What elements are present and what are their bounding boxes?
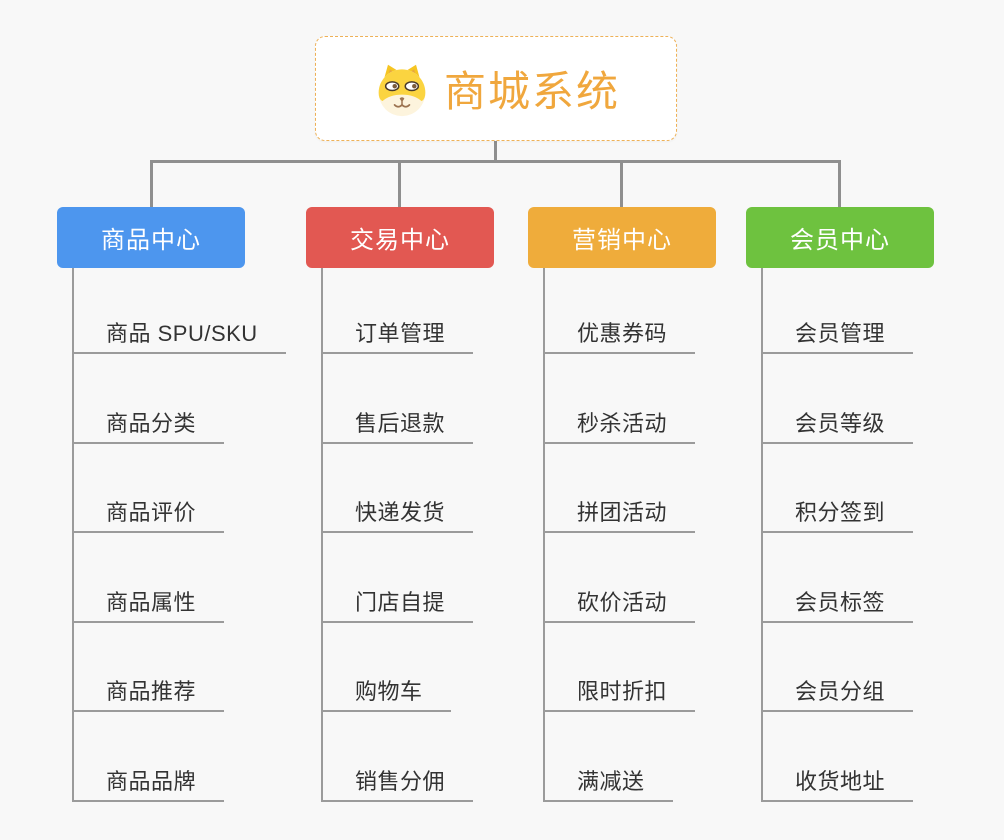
leaf-label: 购物车 [355, 679, 423, 704]
branch-list-marketing-center: 优惠券码 秒杀活动 拼团活动 砍价活动 限时折扣 满减送 [543, 268, 696, 802]
leaf-label: 快递发货 [355, 500, 446, 525]
branch-marketing-center: 营销中心 优惠券码 秒杀活动 拼团活动 砍价活动 限时折扣 满减送 [528, 207, 716, 802]
branch-trade-center: 交易中心 订单管理 售后退款 快递发货 门店自提 购物车 销售分佣 [306, 207, 494, 802]
leaf-node[interactable]: 积分签到 [763, 444, 914, 533]
connector-drop-marketing [620, 160, 623, 208]
leaf-label: 订单管理 [355, 321, 446, 346]
leaf-label: 销售分佣 [355, 768, 446, 794]
branch-list-product-center: 商品 SPU/SKU 商品分类 商品评价 商品属性 商品推荐 商品品牌 [72, 268, 286, 802]
branch-product-center: 商品中心 商品 SPU/SKU 商品分类 商品评价 商品属性 商品推荐 商品品牌 [57, 207, 286, 802]
leaf-label: 会员分组 [795, 679, 886, 704]
leaf-label: 秒杀活动 [577, 410, 668, 436]
leaf-node[interactable]: 门店自提 [323, 533, 474, 623]
leaf-label: 商品属性 [106, 589, 197, 615]
branch-list-trade-center: 订单管理 售后退款 快递发货 门店自提 购物车 销售分佣 [321, 268, 474, 802]
leaf-node[interactable]: 秒杀活动 [545, 354, 696, 444]
dog-face-icon [372, 61, 432, 117]
branch-member-center: 会员中心 会员管理 会员等级 积分签到 会员标签 会员分组 收货地址 [746, 207, 934, 802]
branch-header-product-center[interactable]: 商品中心 [57, 207, 245, 268]
root-node[interactable]: 商城系统 [315, 36, 677, 141]
leaf-node[interactable]: 砍价活动 [545, 533, 696, 623]
leaf-node[interactable]: 限时折扣 [545, 623, 696, 712]
leaf-node[interactable]: 商品分类 [74, 354, 225, 444]
leaf-label: 商品品牌 [106, 768, 197, 794]
leaf-node[interactable]: 订单管理 [323, 268, 474, 354]
leaf-node[interactable]: 销售分佣 [323, 712, 474, 802]
leaf-label: 商品推荐 [106, 679, 197, 704]
leaf-label: 优惠券码 [577, 321, 668, 346]
root-title: 商城系统 [443, 68, 620, 115]
leaf-node[interactable]: 购物车 [323, 623, 451, 712]
leaf-node[interactable]: 商品评价 [74, 444, 225, 533]
leaf-label: 商品 SPU/SKU [106, 321, 258, 346]
connector-drop-trade [398, 160, 401, 208]
leaf-node[interactable]: 拼团活动 [545, 444, 696, 533]
leaf-node[interactable]: 商品品牌 [74, 712, 225, 802]
leaf-label: 收货地址 [795, 768, 886, 794]
leaf-node[interactable]: 商品推荐 [74, 623, 225, 712]
branch-header-member-center[interactable]: 会员中心 [746, 207, 934, 268]
leaf-node[interactable]: 收货地址 [763, 712, 914, 802]
leaf-label: 限时折扣 [577, 679, 668, 704]
leaf-label: 满减送 [577, 768, 645, 794]
leaf-node[interactable]: 满减送 [545, 712, 673, 802]
leaf-node[interactable]: 优惠券码 [545, 268, 696, 354]
leaf-label: 砍价活动 [577, 589, 668, 615]
leaf-label: 会员标签 [795, 589, 886, 615]
leaf-label: 售后退款 [355, 410, 446, 436]
leaf-label: 商品分类 [106, 410, 197, 436]
connector-drop-member [838, 160, 841, 208]
leaf-node[interactable]: 会员等级 [763, 354, 914, 444]
connector-drop-product [150, 160, 153, 208]
leaf-node[interactable]: 商品 SPU/SKU [74, 268, 286, 354]
leaf-node[interactable]: 会员分组 [763, 623, 914, 712]
connector-horizontal [150, 160, 841, 163]
leaf-node[interactable]: 快递发货 [323, 444, 474, 533]
leaf-node[interactable]: 会员标签 [763, 533, 914, 623]
leaf-node[interactable]: 会员管理 [763, 268, 914, 354]
branch-header-trade-center[interactable]: 交易中心 [306, 207, 494, 268]
branch-list-member-center: 会员管理 会员等级 积分签到 会员标签 会员分组 收货地址 [761, 268, 914, 802]
leaf-label: 会员管理 [795, 321, 886, 346]
leaf-label: 商品评价 [106, 500, 197, 525]
connector-root-stem [494, 140, 497, 163]
leaf-node[interactable]: 商品属性 [74, 533, 225, 623]
leaf-node[interactable]: 售后退款 [323, 354, 474, 444]
leaf-label: 积分签到 [795, 500, 886, 525]
branch-header-marketing-center[interactable]: 营销中心 [528, 207, 716, 268]
leaf-label: 拼团活动 [577, 500, 668, 525]
leaf-label: 门店自提 [355, 589, 446, 615]
leaf-label: 会员等级 [795, 410, 886, 436]
